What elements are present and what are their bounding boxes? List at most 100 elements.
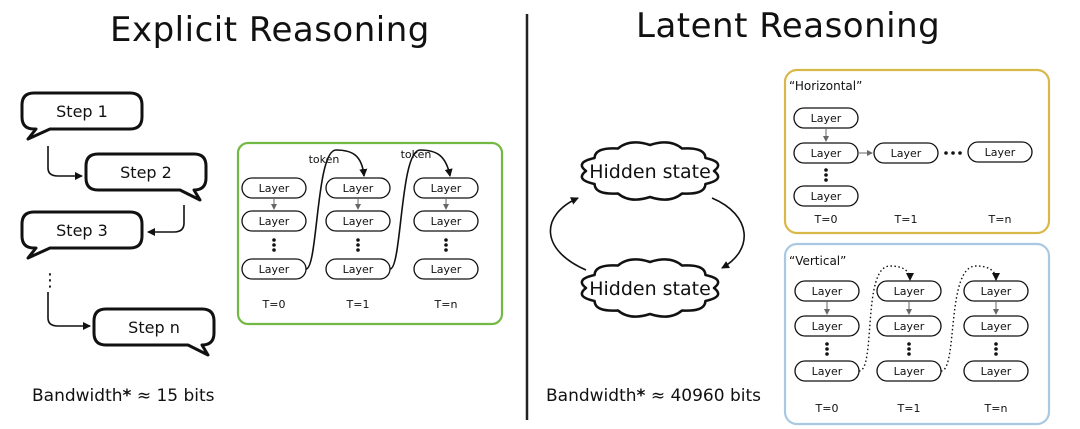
bandwidth-label: Bandwidth — [546, 386, 637, 406]
ellipsis-dot — [272, 248, 276, 252]
layer-label: Layer — [343, 215, 374, 228]
step-bubble — [20, 210, 144, 260]
token-label: token — [401, 148, 432, 161]
ellipsis-dot — [907, 347, 911, 351]
ellipsis-dot — [444, 243, 448, 247]
layer-pill — [794, 315, 860, 337]
step-bubble — [20, 91, 144, 141]
layer-label: Layer — [812, 365, 843, 378]
layer-label: Layer — [981, 365, 1012, 378]
cycle-arrow — [549, 197, 587, 271]
time-label: T=1 — [897, 402, 921, 415]
layer-pill — [413, 258, 479, 280]
step-arrow — [47, 146, 83, 180]
layer-pill — [241, 177, 307, 199]
layer-label: Layer — [812, 285, 843, 298]
ellipsis-dot — [356, 243, 360, 247]
step-bubble — [84, 152, 208, 202]
layer-pill — [413, 210, 479, 232]
layer-pill — [963, 360, 1029, 382]
ellipsis-dot — [958, 151, 962, 155]
horizontal-title: “Horizontal” — [789, 79, 862, 93]
layer-pill — [967, 141, 1033, 163]
hidden-state-label: Hidden state — [589, 161, 711, 183]
layer-label: Layer — [811, 112, 842, 125]
layer-label: Layer — [431, 215, 462, 228]
ellipsis-dot — [356, 238, 360, 242]
layer-label: Layer — [811, 190, 842, 203]
vertical-title: “Vertical” — [789, 254, 846, 268]
layer-pill — [793, 185, 859, 207]
layer-label: Layer — [343, 263, 374, 276]
vertical-box — [783, 242, 1051, 426]
ellipsis-dot — [907, 342, 911, 346]
step-label: Step 3 — [56, 221, 108, 240]
ellipsis-dot — [824, 168, 828, 172]
ellipsis-dot — [272, 238, 276, 242]
horizontal-box — [783, 68, 1051, 235]
ellipsis-dot — [824, 173, 828, 177]
bandwidth-value: ≈ 40960 bits — [650, 386, 761, 406]
time-label: T=n — [988, 213, 1012, 226]
ellipsis-dot — [825, 342, 829, 346]
step-label: Step 2 — [120, 163, 172, 182]
step-ellipsis: ⋮ — [41, 270, 59, 291]
layer-pill — [963, 280, 1029, 302]
ellipsis-dot — [444, 248, 448, 252]
ellipsis-dot — [444, 238, 448, 242]
explicit-bandwidth: Bandwidth* ≈ 15 bits — [32, 386, 215, 406]
time-label: T=n — [434, 298, 458, 311]
layer-label: Layer — [891, 147, 922, 160]
layer-label: Layer — [894, 320, 925, 333]
token-arrow — [389, 149, 453, 270]
step-label: Step 1 — [56, 102, 108, 121]
layer-label: Layer — [259, 215, 290, 228]
cycle-arrow — [711, 197, 745, 269]
time-label: T=0 — [815, 402, 839, 415]
layer-label: Layer — [985, 146, 1016, 159]
layer-label: Layer — [259, 182, 290, 195]
layer-pill — [794, 280, 860, 302]
layer-pill — [876, 315, 942, 337]
layer-label: Layer — [811, 147, 842, 160]
layer-pill — [325, 210, 391, 232]
hidden-state-cloud — [580, 141, 720, 201]
ellipsis-dot — [356, 248, 360, 252]
layer-label: Layer — [981, 285, 1012, 298]
bandwidth-label: Bandwidth — [32, 386, 123, 406]
layer-pill — [793, 107, 859, 129]
step-bubble — [92, 307, 216, 357]
explicit-layers-box — [236, 141, 504, 326]
explicit-reasoning-title: Explicit Reasoning — [110, 10, 430, 50]
layer-pill — [876, 280, 942, 302]
layer-label: Layer — [894, 285, 925, 298]
layer-label: Layer — [812, 320, 843, 333]
layer-label: Layer — [981, 320, 1012, 333]
layer-pill — [963, 315, 1029, 337]
ellipsis-dot — [994, 352, 998, 356]
step-label: Step n — [128, 318, 180, 337]
layer-pill — [241, 210, 307, 232]
layer-label: Layer — [259, 263, 290, 276]
layer-label: Layer — [894, 365, 925, 378]
hidden-state-cloud — [580, 258, 720, 318]
ellipsis-dot — [825, 347, 829, 351]
time-label: T=n — [984, 402, 1008, 415]
ellipsis-dot — [272, 243, 276, 247]
time-label: T=1 — [346, 298, 370, 311]
ellipsis-dot — [944, 151, 948, 155]
ellipsis-dot — [825, 352, 829, 356]
token-label: token — [309, 153, 340, 166]
ellipsis-dot — [994, 342, 998, 346]
layer-label: Layer — [343, 182, 374, 195]
step-arrow — [147, 205, 185, 236]
token-arrow — [305, 149, 368, 270]
hidden-state-label: Hidden state — [589, 278, 711, 300]
latent-reasoning-title: Latent Reasoning — [636, 6, 941, 46]
layer-pill — [793, 142, 859, 164]
layer-pill — [413, 177, 479, 199]
dotted-recurrence-arrow — [858, 265, 914, 372]
ellipsis-dot — [994, 347, 998, 351]
layer-label: Layer — [431, 263, 462, 276]
